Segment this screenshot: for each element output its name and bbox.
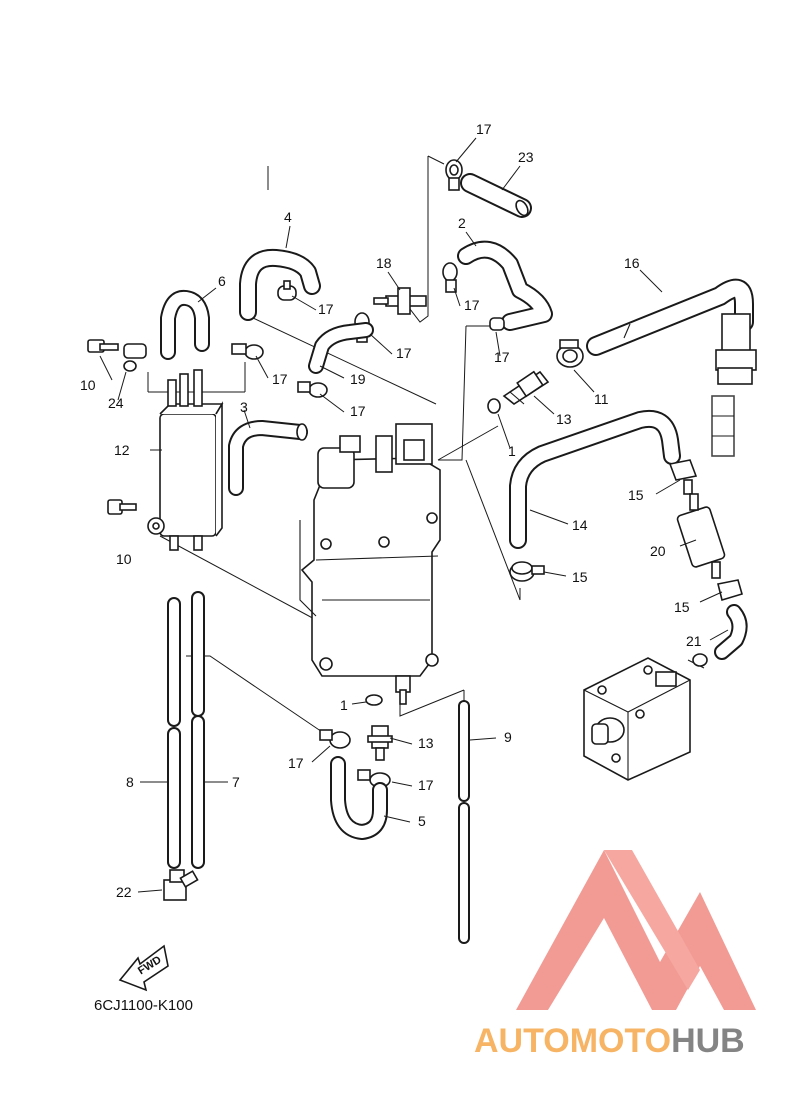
hose-clip-17-f — [297, 381, 328, 398]
callout-17: 17 — [396, 345, 412, 361]
callout-numbers: 17 23 4 2 18 16 6 17 17 17 17 10 24 17 1… — [80, 121, 702, 900]
callout-13: 13 — [556, 411, 572, 427]
callout-4: 4 — [284, 209, 292, 225]
primer-pump-assembly — [711, 313, 757, 457]
callout-17: 17 — [464, 297, 480, 313]
hose-16 — [586, 278, 754, 356]
callout-17: 17 — [494, 349, 510, 365]
callout-18: 18 — [376, 255, 392, 271]
hose-clip-17-g — [319, 729, 351, 749]
callout-1: 1 — [340, 697, 348, 713]
callout-leaders — [99, 137, 729, 893]
bolt-10-upper — [87, 339, 119, 353]
callout-1: 1 — [508, 443, 516, 459]
callout-22: 22 — [116, 884, 132, 900]
o-ring-1-lower — [365, 694, 383, 706]
hose-clip-17-a — [277, 280, 297, 301]
hose-2 — [457, 240, 553, 331]
hose-3 — [228, 420, 308, 496]
callout-13: 13 — [418, 735, 434, 751]
hose-clamp-11 — [556, 339, 584, 368]
hose-19 — [308, 322, 374, 374]
callout-15: 15 — [628, 487, 644, 503]
callout-21: 21 — [686, 633, 702, 649]
callout-17: 17 — [272, 371, 288, 387]
o-ring-1-upper — [487, 398, 501, 414]
callout-5: 5 — [418, 813, 426, 829]
callout-17: 17 — [350, 403, 366, 419]
callout-9: 9 — [504, 729, 512, 745]
hose-14 — [509, 410, 681, 549]
callout-16: 16 — [624, 255, 640, 271]
elbow-joint-22 — [163, 869, 199, 901]
callout-10: 10 — [116, 551, 132, 567]
callout-3: 3 — [240, 399, 248, 415]
watermark-word-part1: AUTOMOTO — [474, 1022, 671, 1060]
callout-17: 17 — [318, 301, 334, 317]
callout-24: 24 — [108, 395, 124, 411]
watermark-logo-mark — [516, 850, 756, 1010]
callout-10: 10 — [80, 377, 96, 393]
hose-clamp-15-c — [717, 579, 743, 602]
fuel-filter-20 — [676, 493, 726, 579]
hose-21 — [714, 604, 748, 660]
hose-clamp-15-a — [509, 561, 545, 582]
callout-12: 12 — [114, 442, 130, 458]
callout-2: 2 — [458, 215, 466, 231]
watermark-word: AUTOMOTOHUB — [474, 1022, 745, 1060]
callout-23: 23 — [518, 149, 534, 165]
connector-13-upper — [502, 370, 550, 405]
callout-20: 20 — [650, 543, 666, 559]
watermark: AUTOMOTOHUB — [474, 850, 756, 1060]
fuel-pump-unit — [299, 423, 441, 705]
hose-4 — [239, 248, 321, 321]
low-pressure-fuel-pump — [583, 653, 708, 781]
callout-17: 17 — [418, 777, 434, 793]
callout-6: 6 — [218, 273, 226, 289]
callout-15: 15 — [674, 599, 690, 615]
hose-clamp-15-b — [668, 459, 698, 495]
hose-clip-17-d — [489, 317, 505, 331]
hose-clip-17-top — [445, 159, 463, 191]
hose-clip-17-b — [442, 262, 458, 293]
callout-7: 7 — [232, 774, 240, 790]
callout-14: 14 — [572, 517, 588, 533]
watermark-word-part2: HUB — [671, 1022, 745, 1060]
hose-clip-17-e — [231, 343, 264, 360]
t-joint-18 — [373, 287, 427, 315]
grommet — [147, 517, 165, 535]
vapor-separator-12 — [159, 369, 224, 551]
connector-13-lower — [367, 725, 393, 761]
callout-17: 17 — [288, 755, 304, 771]
hose-23 — [460, 173, 532, 218]
hose-5 — [330, 756, 388, 840]
callout-11: 11 — [594, 391, 609, 407]
callout-17: 17 — [476, 121, 492, 137]
callout-8: 8 — [126, 774, 134, 790]
hose-6 — [160, 289, 210, 360]
callout-19: 19 — [350, 371, 366, 387]
callout-15: 15 — [572, 569, 588, 585]
bracket-24 — [123, 343, 147, 372]
bolt-10-lower — [107, 499, 137, 515]
diagram-code: 6CJ1100-K100 — [94, 997, 193, 1014]
fwd-direction-arrow: FWD — [118, 944, 169, 992]
